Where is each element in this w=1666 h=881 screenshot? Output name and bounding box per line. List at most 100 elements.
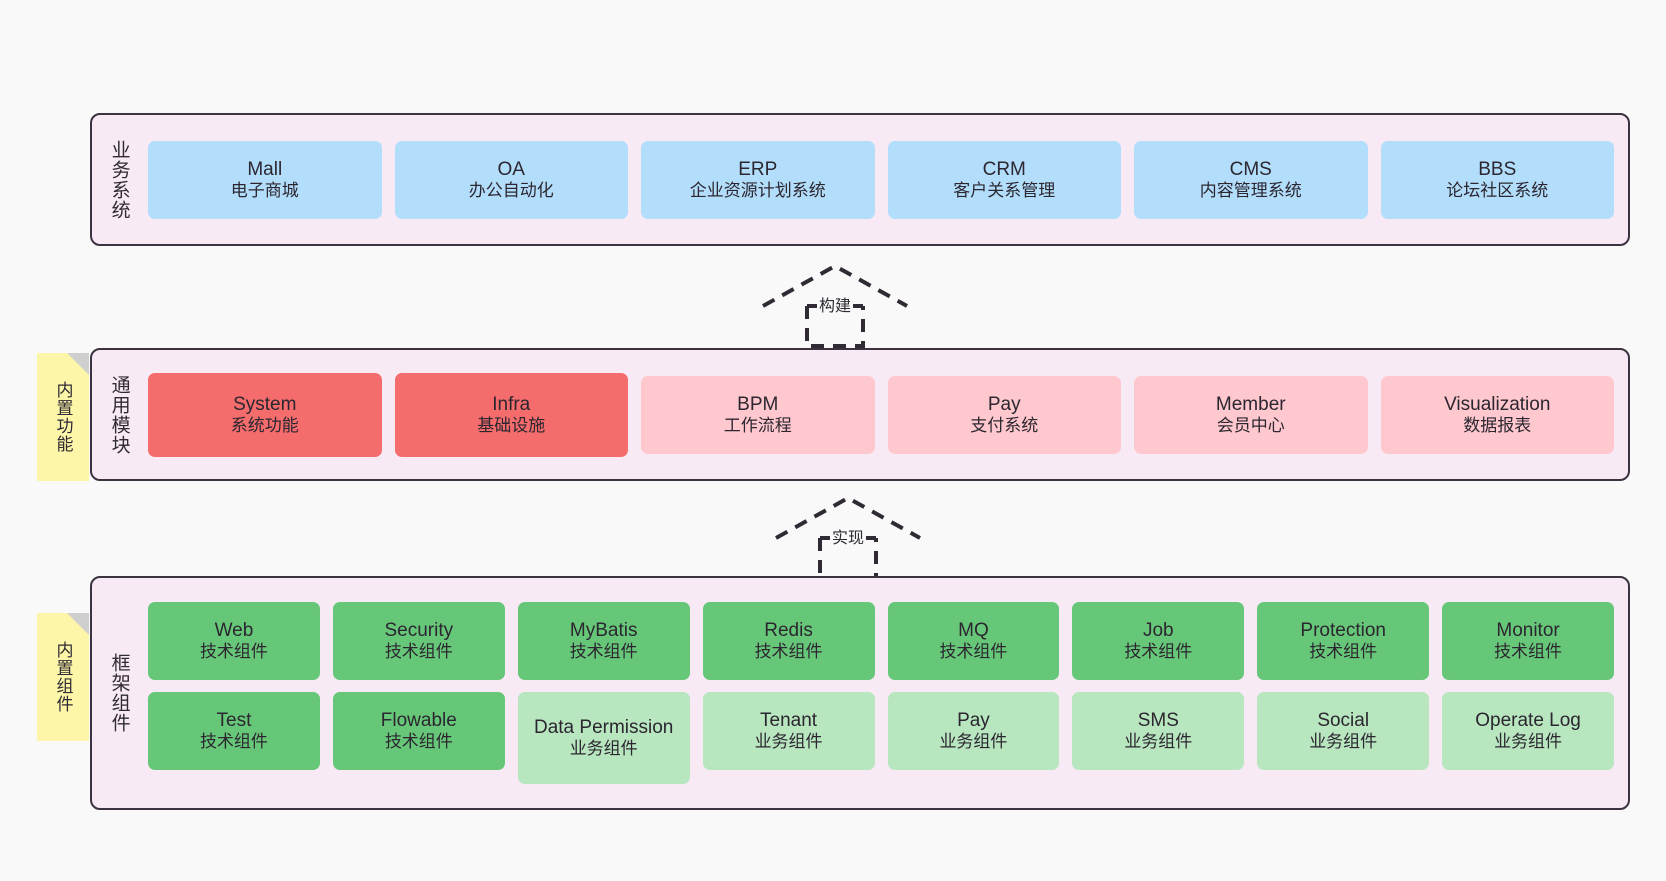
card-subtitle: 支付系统 <box>970 415 1039 435</box>
card-title: Data Permission <box>533 717 674 739</box>
note-label: 内置功能 <box>53 381 73 453</box>
card-title: BPM <box>737 393 779 415</box>
card-title: MQ <box>958 620 989 642</box>
card-title: Job <box>1142 620 1174 642</box>
card-mall[interactable]: Mall 电子商城 <box>148 140 382 219</box>
card-crm[interactable]: CRM 客户关系管理 <box>887 140 1121 219</box>
layer-title-common-modules: 通用模块 <box>108 374 130 455</box>
card-title: OA <box>497 158 525 180</box>
card-title: MyBatis <box>569 620 638 642</box>
card-sms[interactable]: SMS 业务组件 <box>1072 692 1245 770</box>
card-title: Infra <box>492 393 531 415</box>
card-title: Mall <box>247 158 283 180</box>
card-protection[interactable]: Protection 技术组件 <box>1257 602 1430 680</box>
card-subtitle: 办公自动化 <box>468 180 554 200</box>
layer-title-business-systems: 业务系统 <box>108 139 130 220</box>
card-data-permission[interactable]: Data Permission 业务组件 <box>517 692 690 784</box>
card-subtitle: 技术组件 <box>384 732 453 752</box>
card-bpm[interactable]: BPM 工作流程 <box>641 375 875 454</box>
layer-common-modules: 通用模块 System 系统功能 Infra 基础设施 BPM 工作流程 Pay… <box>90 348 1630 481</box>
card-subtitle: 技术组件 <box>939 642 1008 662</box>
card-subtitle: 业务组件 <box>1309 732 1378 752</box>
card-mybatis[interactable]: MyBatis 技术组件 <box>517 602 690 680</box>
card-subtitle: 技术组件 <box>1494 642 1563 662</box>
card-erp[interactable]: ERP 企业资源计划系统 <box>641 140 875 219</box>
card-monitor[interactable]: Monitor 技术组件 <box>1442 602 1614 680</box>
card-pay-business[interactable]: Pay 业务组件 <box>887 692 1060 770</box>
card-subtitle: 技术组件 <box>199 642 268 662</box>
note-builtin-features: 内置功能 <box>37 353 89 481</box>
card-subtitle: 技术组件 <box>569 642 638 662</box>
note-builtin-components: 内置组件 <box>37 613 89 741</box>
card-oa[interactable]: OA 办公自动化 <box>394 140 628 219</box>
connector-implement: 实现 <box>768 490 928 582</box>
card-subtitle: 企业资源计划系统 <box>689 180 826 200</box>
card-title: Operate Log <box>1475 710 1581 732</box>
card-title: Flowable <box>380 710 457 732</box>
card-visualization[interactable]: Visualization 数据报表 <box>1380 375 1614 454</box>
connector-implement-label: 实现 <box>829 524 867 548</box>
card-title: Monitor <box>1496 620 1560 642</box>
layer-body-common-modules: System 系统功能 Infra 基础设施 BPM 工作流程 Pay 支付系统… <box>146 350 1628 479</box>
card-system[interactable]: System 系统功能 <box>148 372 382 457</box>
card-test[interactable]: Test 技术组件 <box>148 692 320 770</box>
note-label: 内置组件 <box>53 641 73 713</box>
card-operate-log[interactable]: Operate Log 业务组件 <box>1442 692 1614 770</box>
layer-title-framework-components: 框架组件 <box>108 653 130 733</box>
card-title: CRM <box>982 158 1026 180</box>
card-subtitle: 技术组件 <box>1124 642 1193 662</box>
card-title: SMS <box>1137 710 1179 732</box>
card-title: BBS <box>1478 158 1517 180</box>
card-redis[interactable]: Redis 技术组件 <box>702 602 875 680</box>
card-security[interactable]: Security 技术组件 <box>332 602 505 680</box>
card-subtitle: 电子商城 <box>230 180 299 200</box>
card-subtitle: 基础设施 <box>477 415 546 435</box>
card-subtitle: 技术组件 <box>754 642 823 662</box>
card-title: Visualization <box>1444 393 1551 415</box>
card-pay[interactable]: Pay 支付系统 <box>887 375 1121 454</box>
layer-framework-components: 框架组件 Web 技术组件 Security 技术组件 MyBatis 技术组件… <box>90 576 1630 810</box>
card-cms[interactable]: CMS 内容管理系统 <box>1134 140 1368 219</box>
connector-build-label: 构建 <box>816 292 854 316</box>
card-subtitle: 技术组件 <box>384 642 453 662</box>
card-tenant[interactable]: Tenant 业务组件 <box>702 692 875 770</box>
card-subtitle: 内容管理系统 <box>1199 180 1302 200</box>
card-subtitle: 系统功能 <box>230 415 299 435</box>
card-title: CMS <box>1229 158 1272 180</box>
framework-row-business: Test 技术组件 Flowable 技术组件 Data Permission … <box>148 692 1614 784</box>
card-member[interactable]: Member 会员中心 <box>1134 375 1368 454</box>
card-subtitle: 技术组件 <box>1309 642 1378 662</box>
note-fold-icon <box>67 353 89 375</box>
card-bbs[interactable]: BBS 论坛社区系统 <box>1380 140 1614 219</box>
card-subtitle: 业务组件 <box>754 732 823 752</box>
card-title: Redis <box>764 620 813 642</box>
card-web[interactable]: Web 技术组件 <box>148 602 320 680</box>
card-subtitle: 会员中心 <box>1216 415 1285 435</box>
card-title: Test <box>216 710 252 732</box>
card-job[interactable]: Job 技术组件 <box>1072 602 1245 680</box>
card-title: ERP <box>738 158 778 180</box>
card-title: Member <box>1215 393 1286 415</box>
card-subtitle: 技术组件 <box>199 732 268 752</box>
note-fold-icon <box>67 613 89 635</box>
card-title: Pay <box>957 710 990 732</box>
layer-body-business-systems: Mall 电子商城 OA 办公自动化 ERP 企业资源计划系统 CRM 客户关系… <box>146 115 1628 244</box>
card-subtitle: 业务组件 <box>1124 732 1193 752</box>
card-mq[interactable]: MQ 技术组件 <box>887 602 1060 680</box>
card-flowable[interactable]: Flowable 技术组件 <box>332 692 505 770</box>
card-subtitle: 论坛社区系统 <box>1446 180 1549 200</box>
card-title: Tenant <box>760 710 818 732</box>
card-title: Security <box>384 620 454 642</box>
layer-business-systems: 业务系统 Mall 电子商城 OA 办公自动化 ERP 企业资源计划系统 CRM… <box>90 113 1630 246</box>
layer-body-framework-components: Web 技术组件 Security 技术组件 MyBatis 技术组件 Redi… <box>146 578 1628 808</box>
card-social[interactable]: Social 业务组件 <box>1257 692 1430 770</box>
card-subtitle: 业务组件 <box>569 739 638 759</box>
card-infra[interactable]: Infra 基础设施 <box>394 372 628 457</box>
card-subtitle: 业务组件 <box>939 732 1008 752</box>
card-title: Pay <box>987 393 1021 415</box>
card-subtitle: 业务组件 <box>1494 732 1563 752</box>
card-subtitle: 客户关系管理 <box>953 180 1056 200</box>
card-title: System <box>233 393 297 415</box>
card-subtitle: 工作流程 <box>723 415 792 435</box>
